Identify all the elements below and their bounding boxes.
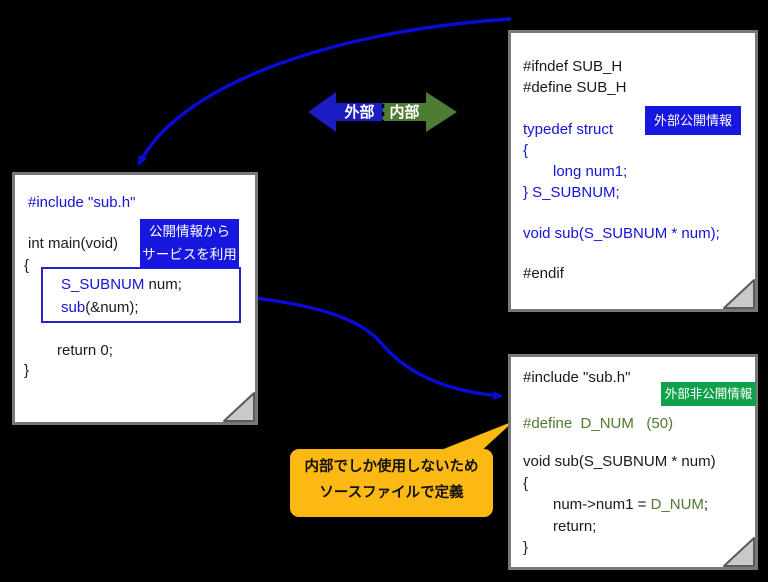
service-call-highlight-box: S_SUBNUM num; sub(&num); [41,267,241,323]
func-token: sub [61,299,86,316]
code-line: long num1; [553,163,628,180]
service-call-arrow [238,294,503,400]
code-token: num->num1 = [553,496,651,513]
header-file-box: #ifndef SUB_H #define SUB_H typedef stru… [508,30,758,312]
badge-line: サービスを利用 [142,247,237,262]
code-line: #endif [523,265,564,282]
page-fold-icon [723,537,755,567]
macro-token: D_NUM [650,496,704,513]
code-line: { [523,142,529,159]
callout-line: ソースファイルで定義 [319,485,464,501]
code-line: int main(void) [28,235,119,252]
type-token: S_SUBNUM [61,276,145,293]
code-line: void sub(S_SUBNUM * num); [523,225,720,242]
code-token: num; [144,276,182,293]
callout-tail [436,421,514,452]
code-line: S_SUBNUM num; [61,276,182,293]
code-line: void sub(S_SUBNUM * num) [523,453,716,470]
code-line: } [24,362,30,379]
badge-line: 公開情報から [149,224,230,239]
code-line: typedef struct [523,121,614,138]
code-line: #ifndef SUB_H [523,58,623,75]
code-line: num->num1 = D_NUM; [553,496,708,513]
code-line: } [523,539,529,556]
callout-line: 内部でしか使用しないため [304,459,479,475]
code-token: (&num); [85,299,139,316]
code-line: { [523,475,529,492]
code-line: } S_SUBNUM; [523,184,620,201]
page-fold-icon [723,279,755,309]
public-info-badge: 外部公開情報 [645,106,741,135]
code-line: #include "sub.h" [523,369,631,386]
service-usage-badge: 公開情報から サービスを利用 [140,219,239,268]
code-line: { [24,257,30,274]
code-line: #include "sub.h" [28,194,136,211]
internal-label: 内部 [389,104,420,121]
page-fold-icon [223,392,255,422]
include-relation-arrow [137,17,512,166]
code-line: sub(&num); [61,299,139,316]
external-label: 外部 [344,104,375,121]
internal-arrow [383,92,457,132]
external-arrow [308,92,383,132]
code-token: ; [703,496,709,513]
private-info-badge: 外部非公開情報 [661,382,756,406]
sub-source-box: #include "sub.h" #define D_NUM (50) void… [508,354,758,570]
callout-note: 内部でしか使用しないため ソースファイルで定義 [290,449,493,517]
code-line: return 0; [57,342,113,359]
code-line: #define D_NUM (50) [523,415,674,432]
main-source-box: #include "sub.h" int main(void) { S_SUBN… [12,172,258,425]
code-line: #define SUB_H [523,79,627,96]
code-line: return; [553,518,597,535]
